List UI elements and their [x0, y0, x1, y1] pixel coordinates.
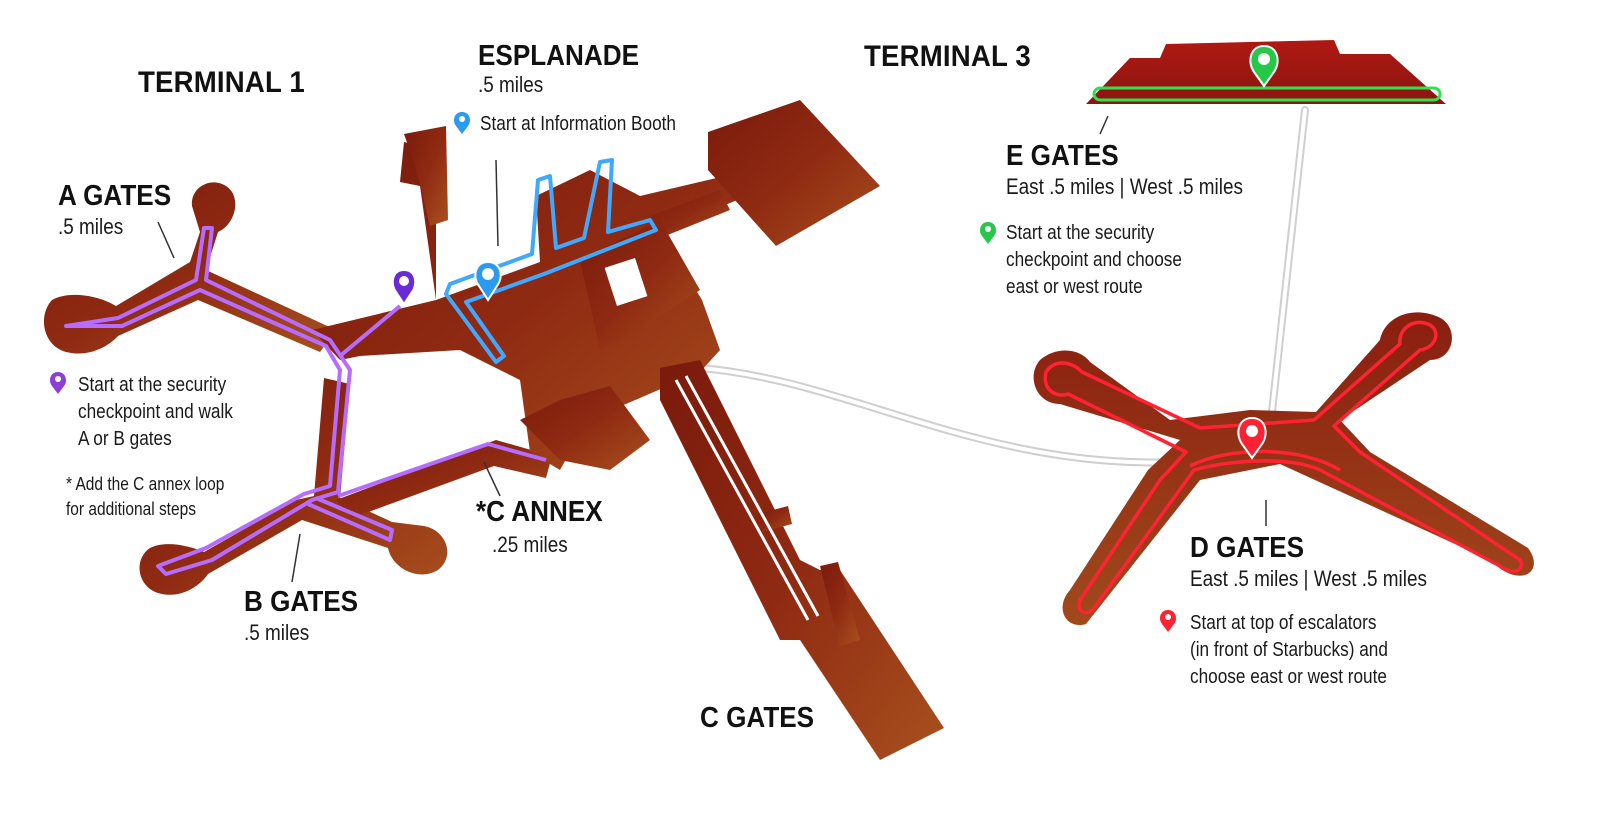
c-annex-title: *C ANNEX [476, 496, 603, 528]
esplanade-distance: .5 miles [478, 72, 544, 97]
c-annex-distance: .25 miles [492, 532, 568, 557]
annex-note-line: * Add the C annex loop [66, 474, 225, 494]
d-gates-title: D GATES [1190, 532, 1305, 564]
terminal-1-route [64, 226, 547, 576]
map-pin-icon [454, 112, 470, 134]
a-gates-distance: .5 miles [58, 214, 124, 239]
terminal-1-start-line: Start at the security [78, 374, 227, 396]
e-gates-distance: East .5 miles | West .5 miles [1006, 174, 1243, 199]
map-pin-icon [1160, 610, 1176, 632]
esplanade-route [444, 158, 658, 364]
map-pin-icon [50, 372, 66, 394]
terminal-1-start-line: checkpoint and walk [78, 401, 233, 423]
d-gates-route [1043, 320, 1524, 615]
map-pin-icon [1237, 416, 1267, 460]
map-pin-icon [1249, 44, 1279, 88]
b-gates-title: B GATES [244, 586, 359, 618]
d-gates-start-line: (in front of Starbucks) and [1190, 639, 1388, 661]
map-pin-icon [474, 260, 502, 302]
d-gates-start-line: Start at top of escalators [1190, 612, 1377, 634]
c-gates-title: C GATES [700, 702, 815, 734]
e-gates-start-line: Start at the security [1006, 222, 1155, 244]
e-gates-start-line: east or west route [1006, 276, 1143, 298]
esplanade-title: ESPLANADE [478, 40, 639, 72]
terminal-1-start-line: A or B gates [78, 428, 172, 450]
a-gates-title: A GATES [58, 180, 172, 212]
e-gates-start-line: checkpoint and choose [1006, 249, 1182, 271]
d-gates-start-line: choose east or west route [1190, 666, 1387, 688]
leader-lines [157, 115, 1267, 583]
e-gates-start-note: Start at the security checkpoint and cho… [1006, 220, 1182, 301]
e-gates-title: E GATES [1006, 140, 1119, 172]
terminal-1-start-note: Start at the security checkpoint and wal… [78, 372, 233, 453]
annex-note-line: for additional steps [66, 499, 196, 519]
b-gates-distance: .5 miles [244, 620, 310, 645]
map-pin-icon [980, 222, 996, 244]
d-gates-start-note: Start at top of escalators (in front of … [1190, 610, 1388, 691]
terminal-1-title: TERMINAL 1 [138, 66, 305, 99]
d-gates-distance: East .5 miles | West .5 miles [1190, 566, 1427, 591]
esplanade-start: Start at Information Booth [480, 113, 676, 135]
terminal-3-title: TERMINAL 3 [864, 40, 1031, 73]
map-pin-icon [391, 268, 417, 306]
annex-note: * Add the C annex loop for additional st… [66, 472, 224, 522]
